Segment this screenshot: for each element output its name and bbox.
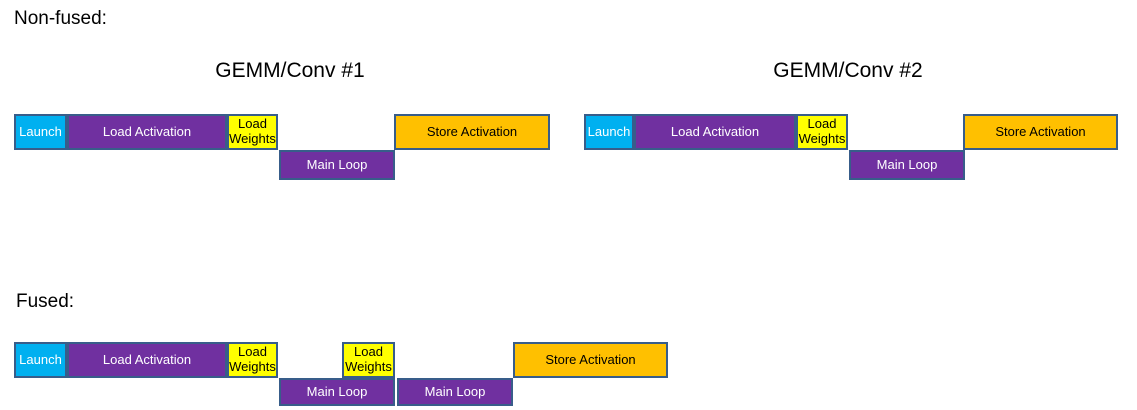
block-main-loop: Main Loop: [397, 378, 513, 406]
block-store-activation: Store Activation: [513, 342, 668, 378]
block-load-activation: Load Activation: [67, 114, 227, 150]
group2-title: GEMM/Conv #2: [773, 59, 923, 82]
block-load-weights: Load Weights: [342, 342, 395, 378]
block-launch: Launch: [14, 114, 67, 150]
block-store-activation: Store Activation: [394, 114, 550, 150]
block-launch: Launch: [584, 114, 634, 150]
block-main-loop: Main Loop: [279, 150, 395, 180]
block-load-weights: Load Weights: [227, 342, 278, 378]
block-load-weights: Load Weights: [227, 114, 278, 150]
block-main-loop: Main Loop: [279, 378, 395, 406]
block-launch: Launch: [14, 342, 67, 378]
block-load-activation: Load Activation: [634, 114, 796, 150]
fused-heading: Fused:: [16, 291, 75, 312]
block-store-activation: Store Activation: [963, 114, 1118, 150]
nonfused-heading: Non-fused:: [14, 8, 107, 29]
group1-title: GEMM/Conv #1: [215, 59, 365, 82]
block-main-loop: Main Loop: [849, 150, 965, 180]
block-load-activation: Load Activation: [67, 342, 227, 378]
block-load-weights: Load Weights: [796, 114, 848, 150]
